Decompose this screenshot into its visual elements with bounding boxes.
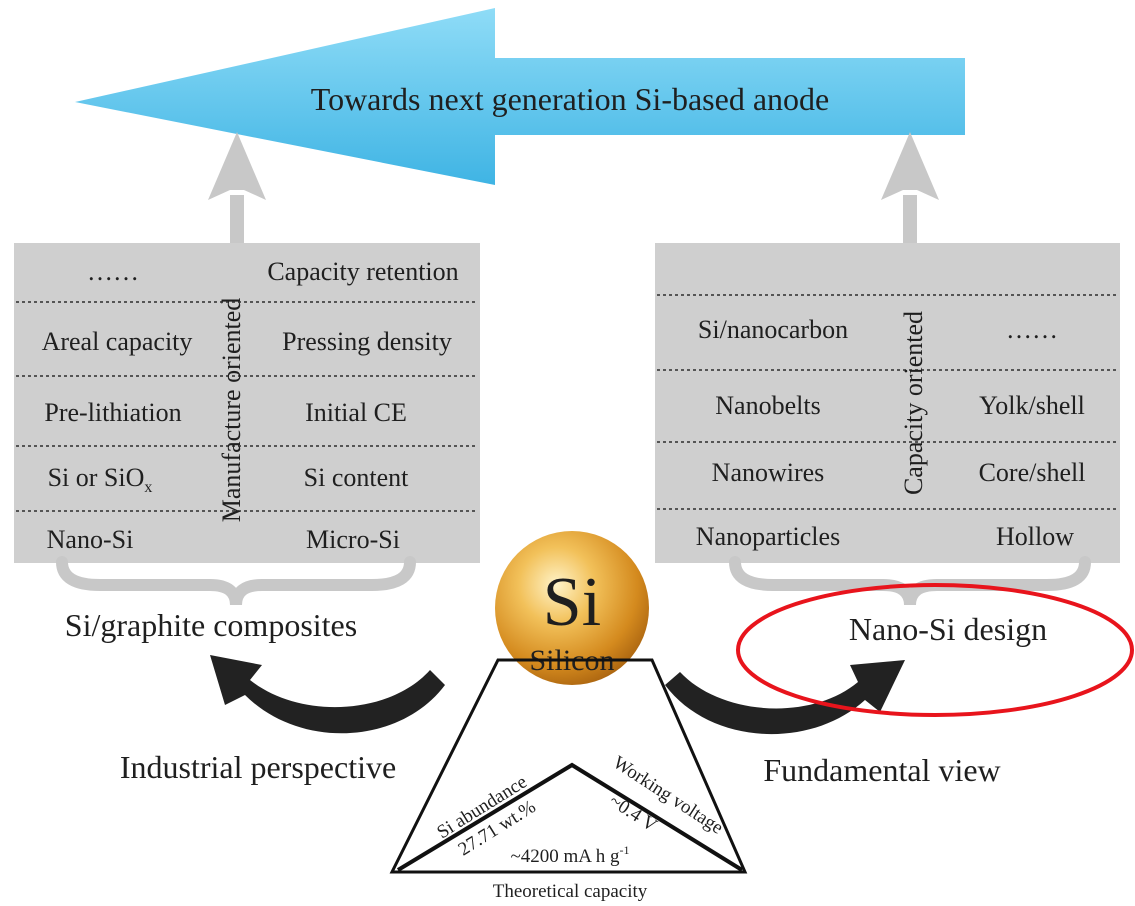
right-row4-left: Nanoparticles <box>696 522 840 551</box>
right-row3-left: Nanowires <box>712 458 825 487</box>
left-up-arrow <box>208 132 266 245</box>
right-row2-left: Nanobelts <box>715 391 820 420</box>
left-row4-right: Si content <box>304 463 409 492</box>
right-brace <box>729 556 1091 606</box>
capacity-value: ~4200 mA h g-1 <box>511 843 630 867</box>
right-curved-arrow <box>665 660 905 735</box>
banner-text: Towards next generation Si-based anode <box>311 81 829 117</box>
right-row1-left: Si/nanocarbon <box>698 315 848 344</box>
left-brace <box>56 556 416 606</box>
left-row3-left: Pre-lithiation <box>44 398 181 427</box>
right-caption: Nano-Si design <box>849 611 1047 647</box>
right-up-arrow <box>881 132 939 245</box>
left-curved-arrow <box>210 655 445 734</box>
right-arrow-label: Fundamental view <box>763 752 1000 788</box>
left-row5-right: Micro-Si <box>306 525 400 554</box>
highlight-ellipse <box>736 583 1134 717</box>
left-vertical-label: Manufacture oriented <box>217 298 246 523</box>
left-arrow-label: Industrial perspective <box>120 749 396 785</box>
capacity-label: Theoretical capacity <box>493 881 648 902</box>
right-row4-right: Hollow <box>996 522 1074 551</box>
silicon-sphere: Si Silicon <box>495 531 649 685</box>
silicon-symbol: Si <box>543 564 601 641</box>
left-row5-left: Nano-Si <box>47 525 134 554</box>
left-row4-left: Si or SiOx <box>48 463 153 496</box>
property-triangle <box>389 658 748 874</box>
right-row3-right: Core/shell <box>979 458 1086 487</box>
left-row1-left: …… <box>87 257 139 286</box>
left-row2-left: Areal capacity <box>42 327 193 356</box>
right-panel: Si/nanocarbon …… Nanobelts Yolk/shell Na… <box>655 243 1120 563</box>
left-row2-right: Pressing density <box>282 327 452 356</box>
right-row1-right: …… <box>1006 315 1058 344</box>
banner-arrow: Towards next generation Si-based anode <box>75 8 965 185</box>
left-caption: Si/graphite composites <box>65 607 357 643</box>
right-row2-right: Yolk/shell <box>979 391 1085 420</box>
left-row3-right: Initial CE <box>305 398 407 427</box>
left-row1-right: Capacity retention <box>267 257 458 286</box>
right-vertical-label: Capacity oriented <box>899 311 928 495</box>
left-panel: …… Capacity retention Areal capacity Pre… <box>14 243 480 563</box>
triangle-labels: Si abundance 27.71 wt.% Working voltage … <box>433 752 727 902</box>
